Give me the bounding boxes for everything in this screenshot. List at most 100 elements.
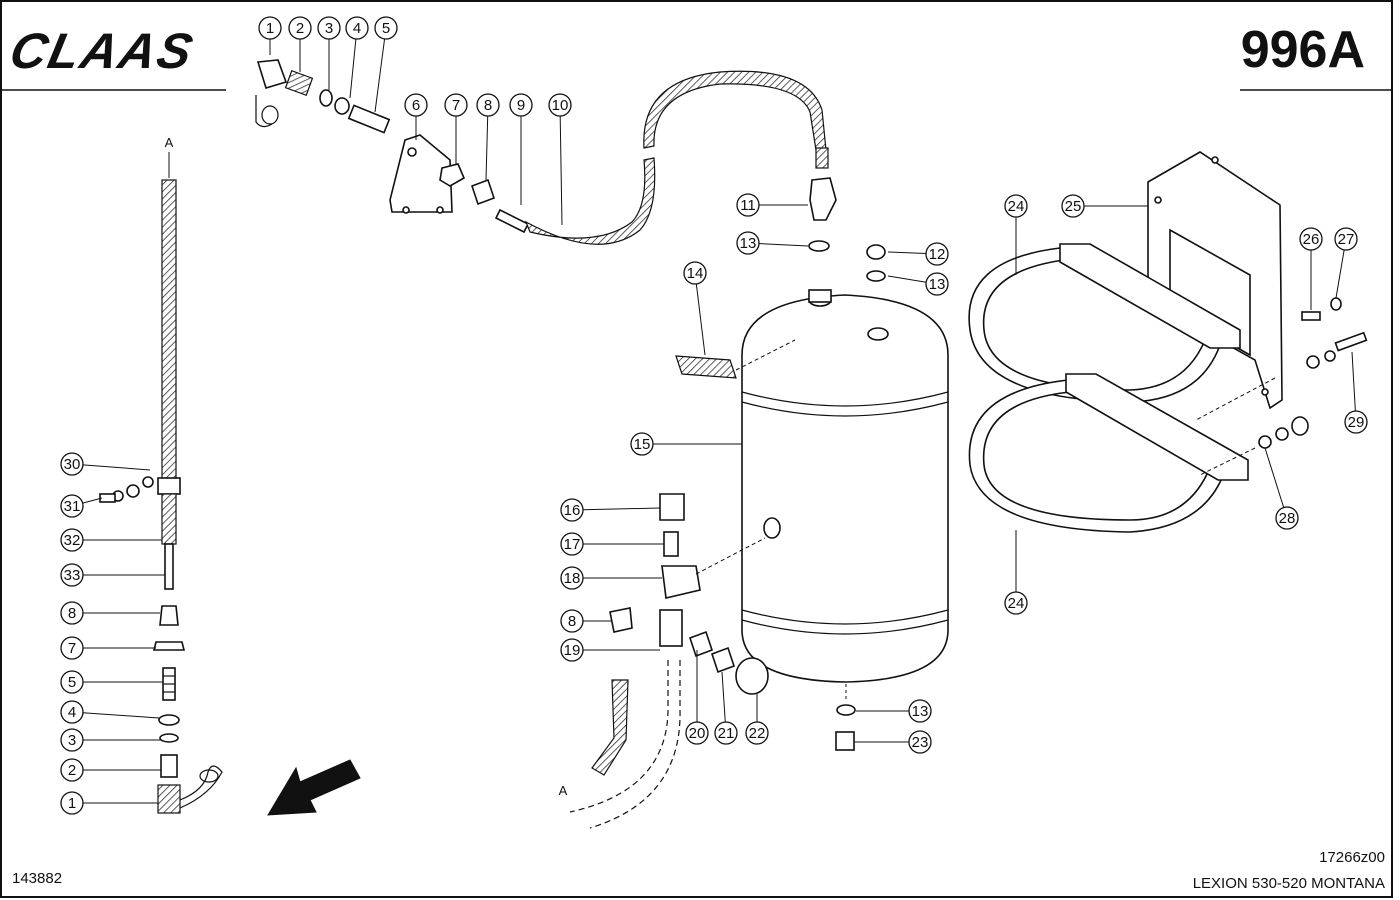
callout-c-23: 23	[854, 730, 932, 754]
callout-number: 15	[634, 436, 651, 453]
callout-c-29: 29	[1344, 351, 1368, 434]
callout-circle	[908, 699, 932, 723]
callout-number: 13	[912, 703, 929, 720]
callout-number: 16	[564, 502, 581, 519]
callout-leader	[559, 115, 563, 226]
callout-circle	[60, 791, 84, 815]
callout-leader	[582, 507, 661, 511]
callout-circle	[288, 16, 312, 40]
callout-circle	[60, 670, 84, 694]
connector-label-top: A	[165, 135, 174, 150]
callout-c-24-b: 24	[1004, 530, 1028, 615]
callout-number: 13	[929, 276, 946, 293]
callout-c-10: 10	[548, 93, 572, 226]
callout-c-3-left: 3	[60, 728, 160, 752]
callout-number: 26	[1303, 231, 1320, 248]
callout-circle	[560, 638, 584, 662]
drain-parts	[835, 684, 856, 751]
callout-number: 10	[552, 97, 569, 114]
callout-circle	[560, 609, 584, 633]
callout-leader	[374, 38, 386, 113]
callout-c-11: 11	[736, 193, 808, 217]
callout-circle	[908, 730, 932, 754]
callout-c-25: 25	[1061, 194, 1148, 218]
callout-c-13-a: 13	[736, 231, 809, 255]
callout-number: 8	[68, 605, 76, 622]
callout-c-3-top: 3	[317, 16, 341, 90]
callout-circle	[60, 700, 84, 724]
callout-number: 23	[912, 734, 929, 751]
callout-c-13-b: 13	[887, 272, 949, 296]
connector-label-bottom: A	[559, 783, 568, 798]
callout-c-6: 6	[404, 93, 428, 140]
callout-c-30: 30	[60, 452, 151, 476]
callout-c-14: 14	[683, 261, 707, 356]
callout-circle	[683, 261, 707, 285]
callout-c-4-top: 4	[345, 16, 369, 99]
doc-number: 143882	[12, 870, 62, 887]
callout-circle	[560, 566, 584, 590]
top-fittings-row	[255, 59, 886, 282]
valve-group: A	[559, 493, 769, 829]
callout-number: 4	[68, 704, 76, 721]
callout-leader	[82, 712, 160, 719]
callout-c-26: 26	[1299, 227, 1323, 310]
callout-circle	[560, 498, 584, 522]
callout-c-8-left: 8	[60, 601, 160, 625]
callout-number: 7	[452, 97, 460, 114]
callout-number: 21	[718, 725, 735, 742]
callout-leader	[349, 38, 357, 99]
brand-logo: CLAAS	[5, 23, 199, 79]
callout-c-8-mid: 8	[560, 609, 612, 633]
callout-circle	[1004, 194, 1028, 218]
callout-number: 8	[484, 97, 492, 114]
callout-circle	[60, 636, 84, 660]
callout-number: 3	[325, 20, 333, 37]
callout-leader	[82, 464, 151, 471]
callout-c-31: 31	[60, 494, 103, 518]
callout-circle	[317, 16, 341, 40]
callout-number: 5	[68, 674, 76, 691]
callout-leader	[1264, 447, 1285, 508]
callout-circle	[345, 16, 369, 40]
callout-leader	[1351, 351, 1356, 412]
callout-leader	[82, 497, 103, 504]
callout-leader	[485, 115, 489, 181]
callout-leader	[758, 243, 809, 247]
callout-circle	[60, 452, 84, 476]
callout-circle	[1344, 410, 1368, 434]
callout-circle	[925, 242, 949, 266]
callout-number: 3	[68, 732, 76, 749]
callout-circle	[736, 193, 760, 217]
callout-circle	[1275, 506, 1299, 530]
model-name: LEXION 530-520 MONTANA	[1193, 875, 1385, 892]
callout-c-20: 20	[685, 650, 709, 745]
callout-circle	[60, 728, 84, 752]
callout-number: 12	[929, 246, 946, 263]
callout-number: 30	[64, 456, 81, 473]
callout-number: 11	[740, 197, 756, 214]
callout-number: 8	[568, 613, 576, 630]
callout-number: 2	[68, 762, 76, 779]
callout-number: 31	[64, 498, 81, 515]
callout-circle	[685, 721, 709, 745]
callout-circle	[714, 721, 738, 745]
callout-c-4-left: 4	[60, 700, 160, 724]
callout-number: 13	[740, 235, 757, 252]
callout-circle	[745, 721, 769, 745]
callout-number: 24	[1008, 595, 1025, 612]
callout-leader	[1335, 249, 1345, 299]
callout-circle	[374, 16, 398, 40]
callout-c-32: 32	[60, 528, 162, 552]
callout-number: 9	[517, 97, 525, 114]
callout-number: 27	[1338, 231, 1355, 248]
callout-number: 7	[68, 640, 76, 657]
callout-number: 2	[296, 20, 304, 37]
callout-circle	[60, 758, 84, 782]
callout-number: 1	[68, 795, 76, 812]
callout-c-2-left: 2	[60, 758, 161, 782]
callout-c-19: 19	[560, 638, 660, 662]
callout-circle	[444, 93, 468, 117]
